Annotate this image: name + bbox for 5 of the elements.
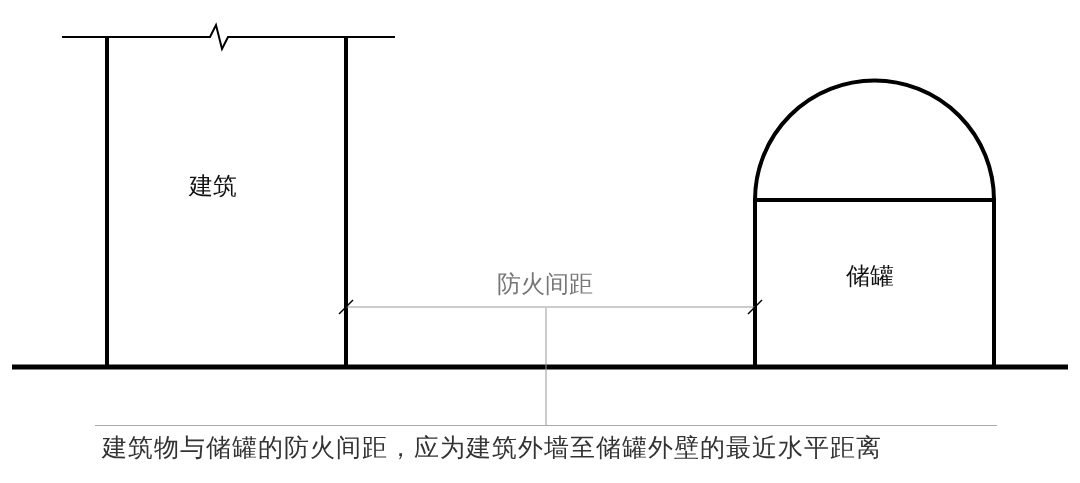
building-label: 建筑 xyxy=(189,171,237,202)
dimension-label: 防火间距 xyxy=(497,269,593,300)
leader-line xyxy=(545,307,547,426)
caption-text: 建筑物与储罐的防火间距，应为建筑外墙至储罐外壁的最近水平距离 xyxy=(102,432,882,464)
tank-label: 储罐 xyxy=(846,261,894,292)
